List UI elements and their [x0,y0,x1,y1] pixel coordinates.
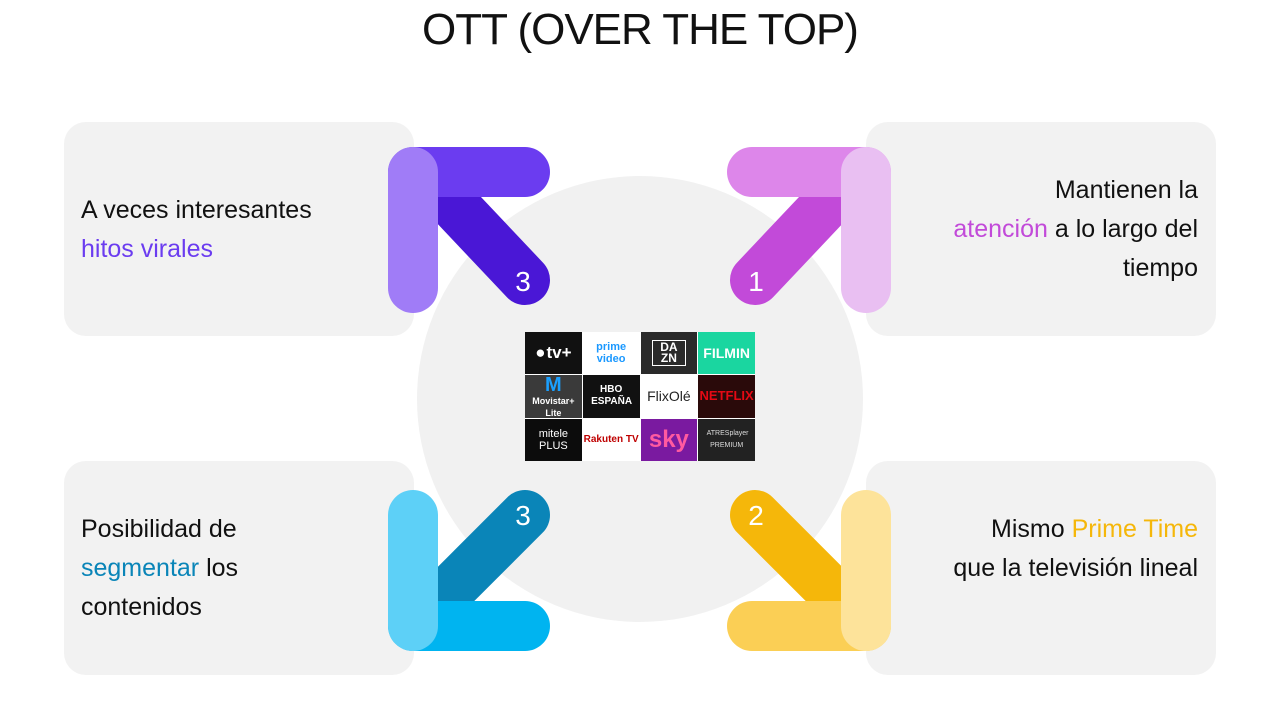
filmin-logo: FILMIN [698,332,755,375]
rakuten-label: Rakuten TV [583,433,639,445]
sky-logo: sky [640,418,698,461]
card-text-bottom-right-after: que la televisión lineal [953,554,1198,582]
card-bottom-right [866,461,1216,675]
arrow-top-right [727,147,891,313]
card-text-bottom-right-before: Mismo [991,515,1065,543]
card-bottom-left [64,461,414,675]
card-text-top-right: Mantienen la atención a lo largo del tie… [900,171,1198,288]
dazn-label: DA ZN [651,340,686,367]
card-top-left [64,122,414,336]
atresplayer-label: ATRESplayer PREMIUM [706,429,749,449]
flixole-logo: FlixOlé [640,375,698,418]
card-highlight-bottom-right: Prime Time [1071,515,1198,543]
card-text-bottom-left-after: los contenidos [81,554,239,621]
filmin-label: FILMIN [703,345,750,362]
card-highlight-top-right: atención [953,215,1048,243]
step-number-bottom-right: 2 [748,500,764,531]
card-text-top-right-after: a lo largo del tiempo [1054,215,1198,282]
netflix-label: NETFLIX [699,388,754,404]
appletv-label: tv+ [546,343,572,363]
hbo-logo: HBO ESPAÑA [582,375,640,418]
movistar-logo: M Movistar+ Lite [525,375,582,418]
card-top-right [866,122,1216,336]
card-highlight-bottom-left: segmentar [81,554,200,582]
step-number-top-left: 3 [515,266,531,297]
apple-icon: ● [535,343,546,363]
atresplayer-logo: ATRESplayer PREMIUM [698,418,755,461]
step-number-bottom-left: 3 [515,500,531,531]
appletv-logo: ● tv+ [525,332,582,375]
card-text-bottom-left-before: Posibilidad de [81,515,237,543]
card-text-top-left-before: A veces interesantes [81,196,312,224]
movistar-m-icon: M [545,375,562,396]
arrow-bottom-right [727,490,891,651]
hbo-label: HBO ESPAÑA [591,384,633,408]
card-text-bottom-left: Posibilidad de segmentar los contenidos [81,510,311,627]
card-highlight-top-left: hitos virales [81,235,213,263]
prime-video-label: prime video [596,341,627,366]
streaming-logos-grid: ● tv+ prime video DA ZN FILMIN M Movista… [525,332,755,461]
mitele-label: mitele PLUS [538,427,569,452]
dazn-logo: DA ZN [640,332,698,375]
sky-label: sky [648,425,689,453]
card-text-top-left: A veces interesantes hitos virales [81,191,381,269]
page-title: OTT (OVER THE TOP) [422,5,859,54]
rakuten-logo: Rakuten TV [582,418,640,461]
step-number-top-right: 1 [748,266,764,297]
card-text-bottom-right: Mismo Prime Time que la televisión linea… [950,510,1198,588]
prime-video-logo: prime video [582,332,640,375]
arrow-bottom-left [388,490,550,651]
arrow-top-left [388,147,550,313]
mitele-logo: mitele PLUS [525,418,582,461]
netflix-logo: NETFLIX [698,375,755,418]
movistar-label: Movistar+ Lite [532,395,575,418]
flixole-label: FlixOlé [647,388,691,405]
card-text-top-right-before: Mantienen la [1054,176,1198,204]
